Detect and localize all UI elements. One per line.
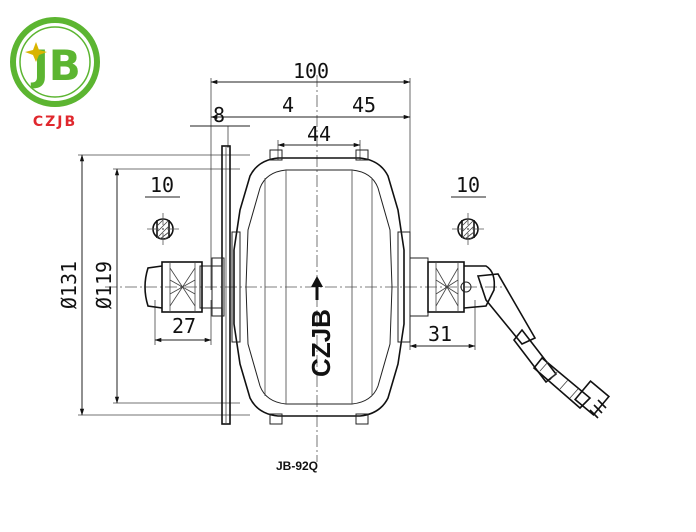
dim-overall-width: 100 <box>293 59 329 83</box>
rotation-arrow-icon <box>311 276 323 300</box>
dimension-lines <box>79 79 486 416</box>
axle-section-right <box>452 213 484 245</box>
logo-ring <box>10 17 100 107</box>
brand-logo: JB CZJB <box>10 17 100 130</box>
dim-diameter-outer: Ø131 <box>57 261 81 309</box>
dim-diameter-inner: Ø119 <box>92 261 116 309</box>
motor-cable <box>476 273 611 419</box>
brand-name: CZJB <box>33 114 77 130</box>
dim-offset-left: 4 <box>282 93 294 117</box>
dim-axle-flat-left: 10 <box>150 173 174 197</box>
dim-offset-right: 45 <box>352 93 376 117</box>
dim-hub-width: 44 <box>307 122 331 146</box>
flange-plate <box>221 145 231 425</box>
axle-section-left <box>147 213 179 245</box>
axle-right <box>409 257 496 317</box>
dim-axle-flat-right: 10 <box>456 173 480 197</box>
hub-stamp: CZJB <box>306 309 336 377</box>
logo-star-icon <box>25 42 47 62</box>
extension-lines <box>78 78 476 416</box>
dim-axle-right: 31 <box>428 322 452 346</box>
dim-axle-left: 27 <box>172 314 196 338</box>
dim-flange: 8 <box>213 103 225 127</box>
hub-body <box>231 149 411 425</box>
logo-inner-ring <box>19 26 91 98</box>
model-label: JB-92Q <box>276 459 318 473</box>
axle-left <box>144 257 225 317</box>
